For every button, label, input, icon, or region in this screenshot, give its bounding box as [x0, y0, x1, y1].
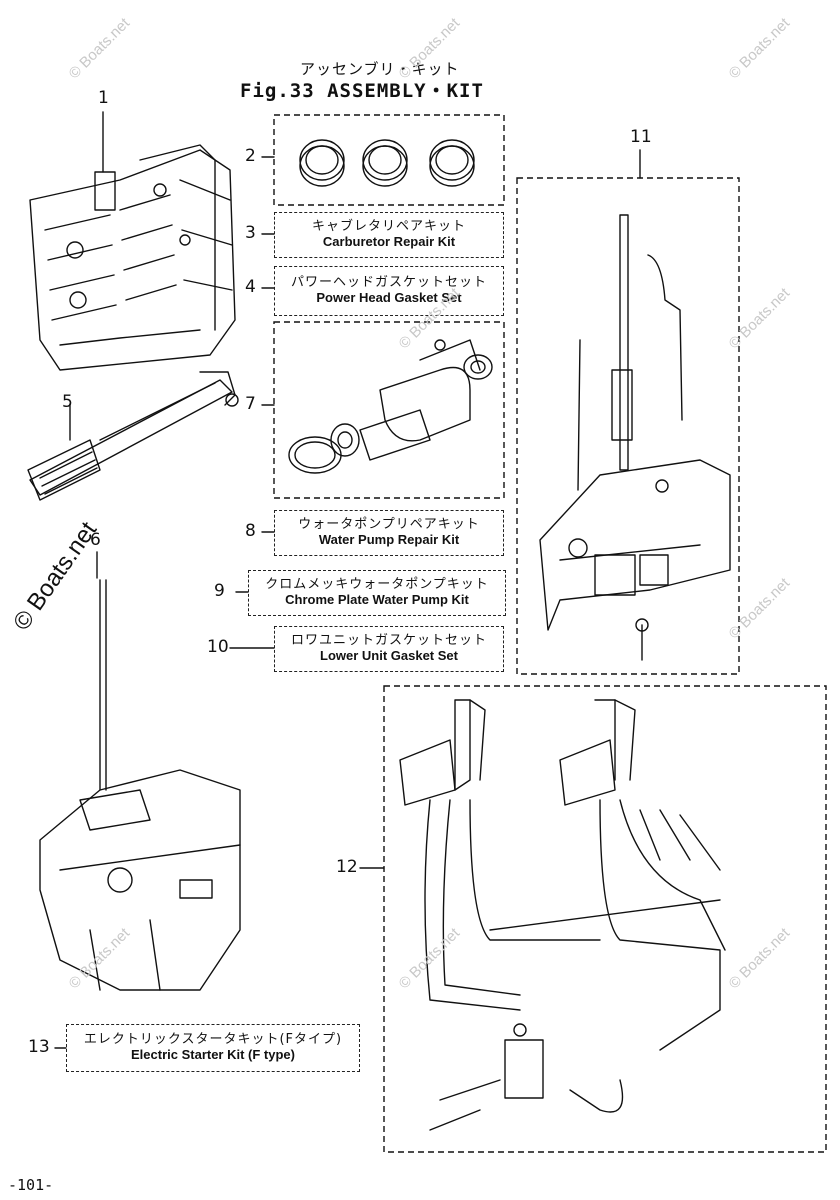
- electric-starter-kit-label: エレクトリックスタータキット(Fタイプ) Electric Starter Ki…: [66, 1024, 360, 1072]
- page-number: -101-: [8, 1176, 54, 1194]
- power-head-gasket-jp: パワーヘッドガスケットセット: [290, 275, 487, 291]
- callout-10: 10: [207, 637, 229, 657]
- power-head-gasket-en: Power Head Gasket Set: [316, 290, 462, 305]
- water-pump-kit-label: ウォータポンプリペアキット Water Pump Repair Kit: [274, 510, 504, 556]
- carburetor-kit-label: キャブレタリペアキット Carburetor Repair Kit: [274, 212, 504, 258]
- carburetor-kit-en: Carburetor Repair Kit: [322, 234, 456, 249]
- carburetor-kit-jp: キャブレタリペアキット: [311, 219, 466, 235]
- callout-3: 3: [245, 223, 256, 243]
- callout-1: 1: [98, 88, 109, 108]
- callout-4: 4: [245, 277, 256, 297]
- callout-6: 6: [90, 530, 101, 550]
- callout-13: 13: [28, 1037, 50, 1057]
- electric-starter-kit-en: Electric Starter Kit (F type): [131, 1047, 295, 1062]
- driveshaft-housing-drawing: [27, 371, 239, 501]
- water-pump-kit-jp: ウォータポンプリペアキット: [298, 517, 480, 533]
- piston-ring-icon: [299, 139, 475, 187]
- lower-unit-gasket-label: ロワユニットガスケットセット Lower Unit Gasket Set: [274, 626, 504, 672]
- callout-7: 7: [245, 394, 256, 414]
- water-pump-kit-en: Water Pump Repair Kit: [318, 532, 460, 547]
- lower-unit-gasket-en: Lower Unit Gasket Set: [320, 648, 458, 663]
- chrome-water-pump-kit-jp: クロムメッキウォータポンプキット: [265, 577, 489, 593]
- figure-title-en: Fig.33 ASSEMBLY・KIT: [240, 80, 484, 102]
- callout-11: 11: [630, 127, 652, 147]
- figure-title-jp: アッセンブリ・キット: [300, 60, 460, 78]
- callout-5: 5: [62, 392, 73, 412]
- electric-starter-kit-jp: エレクトリックスタータキット(Fタイプ): [83, 1032, 343, 1048]
- callout-12: 12: [336, 857, 358, 877]
- water-pump-drawing: [288, 339, 493, 474]
- lower-unit-drawing: [539, 214, 731, 661]
- callout-2: 2: [245, 146, 256, 166]
- callout-8: 8: [245, 521, 256, 541]
- gearcase-drawing: [39, 579, 241, 991]
- lower-unit-gasket-jp: ロワユニットガスケットセット: [290, 633, 487, 649]
- chrome-water-pump-kit-en: Chrome Plate Water Pump Kit: [285, 592, 469, 607]
- power-head-gasket-label: パワーヘッドガスケットセット Power Head Gasket Set: [274, 266, 504, 316]
- chrome-water-pump-kit-label: クロムメッキウォータポンプキット Chrome Plate Water Pump…: [248, 570, 506, 616]
- callout-9: 9: [214, 581, 225, 601]
- power-head-drawing: [29, 111, 236, 371]
- remote-control-drawing: [399, 699, 726, 1131]
